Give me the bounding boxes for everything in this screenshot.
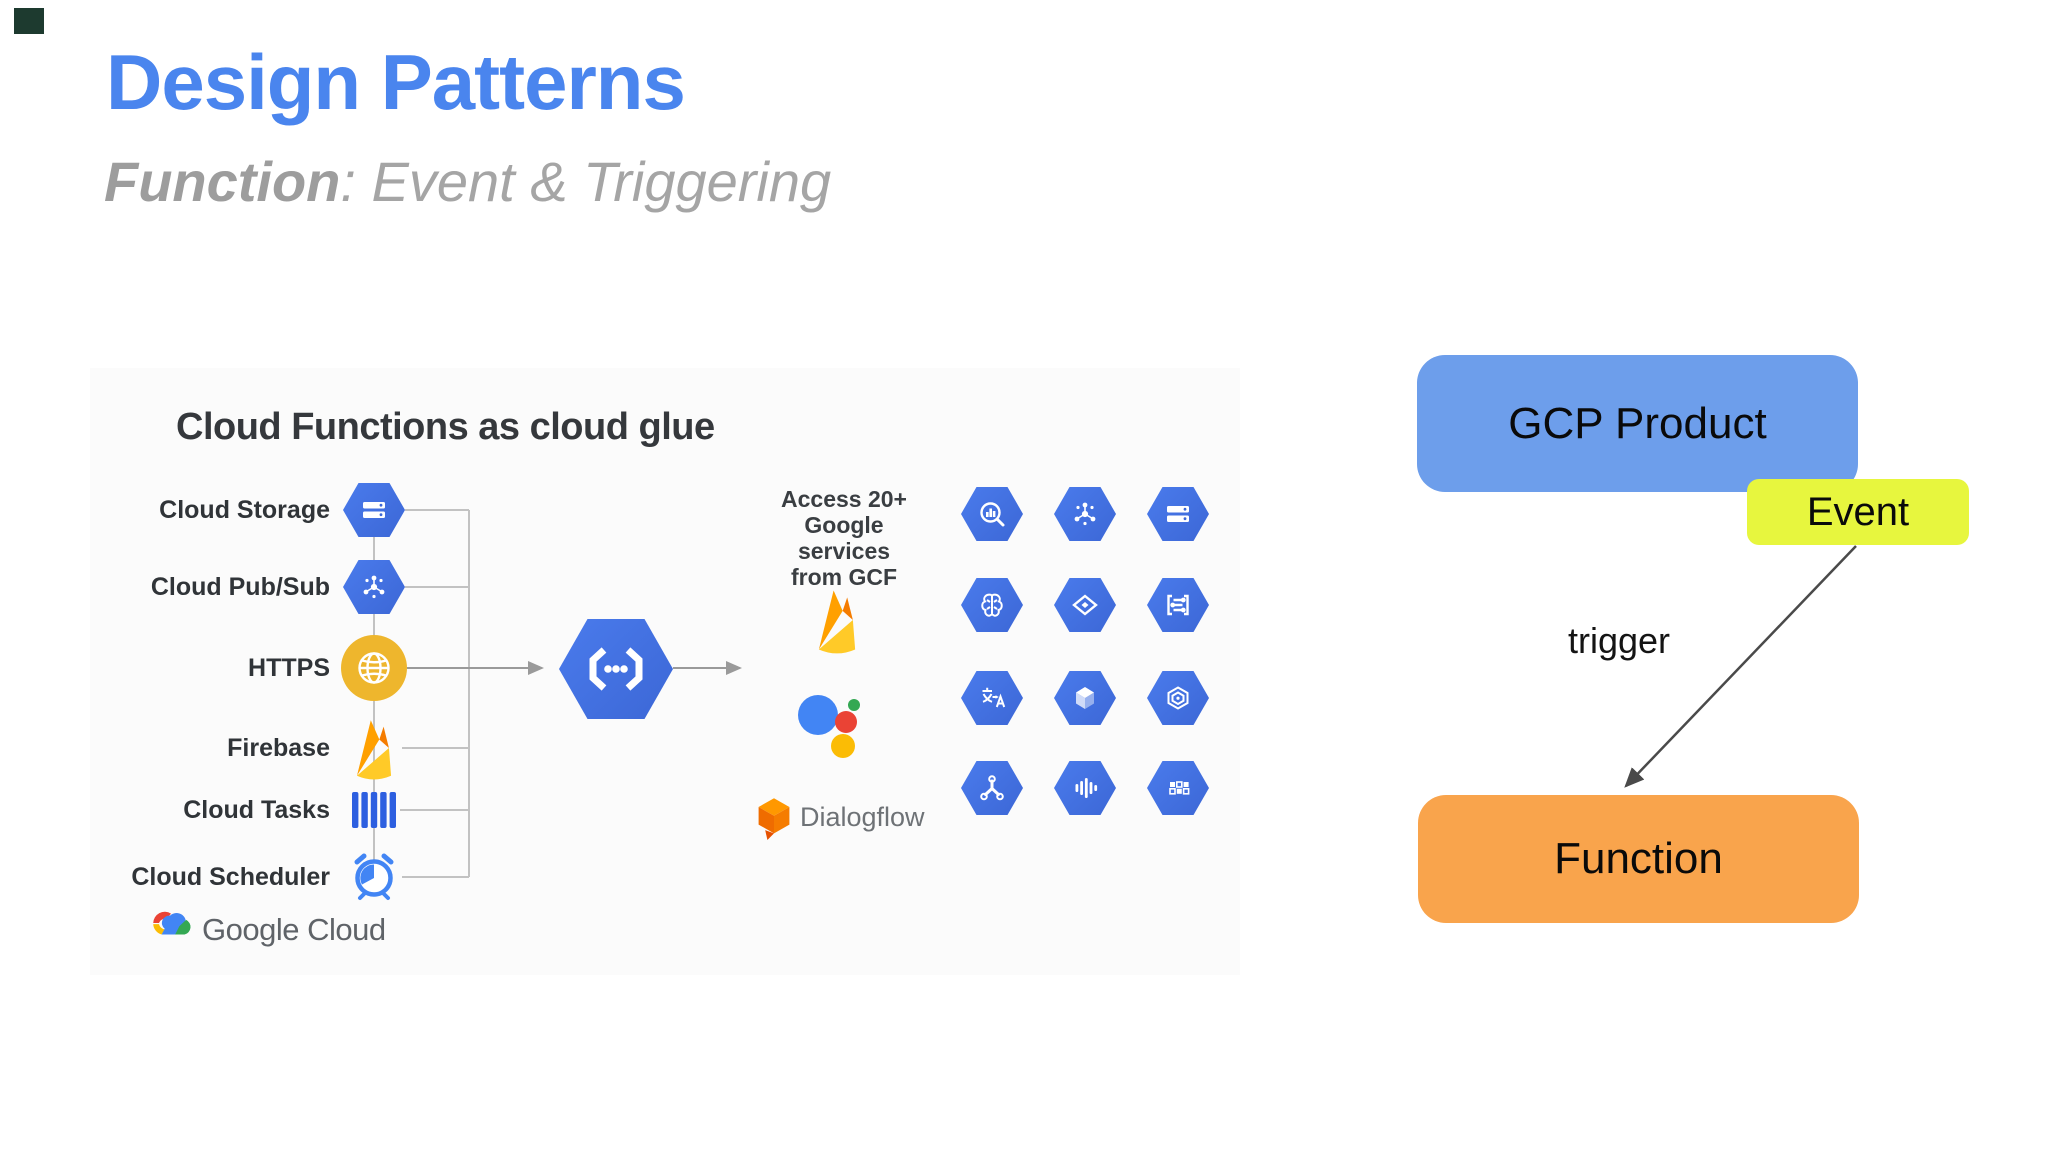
speech-icon <box>1054 761 1116 815</box>
page-title: Design Patterns <box>106 38 686 126</box>
subtitle-rest: : Event & Triggering <box>340 150 832 213</box>
google-assistant-icon <box>794 690 864 765</box>
google-cloud-logotype: Google Cloud <box>202 912 386 947</box>
subtitle-keyword: Function <box>104 150 341 213</box>
compute-engine-icon <box>1054 671 1116 725</box>
label-cloud-storage: Cloud Storage <box>159 496 330 524</box>
access-line-3: from GCF <box>790 564 898 590</box>
glue-diagram-title: Cloud Functions as cloud glue <box>176 406 715 448</box>
storage-icon <box>1147 487 1209 541</box>
gcp-product-box: GCP Product <box>1417 355 1858 492</box>
cloud-storage-icon <box>343 483 405 537</box>
cloud-pubsub-icon <box>343 560 405 614</box>
cloud-functions-icon <box>559 619 673 719</box>
google-cloud-logo-icon <box>148 906 194 943</box>
logging-icon <box>1147 578 1209 632</box>
cloud-tasks-icon <box>351 792 397 833</box>
page-subtitle: Function: Event & Triggering <box>104 150 831 214</box>
pubsub-icon <box>1054 487 1116 541</box>
firebase-service-icon <box>809 586 865 659</box>
firebase-icon <box>347 716 401 785</box>
access-line-2: Google services <box>797 512 891 564</box>
label-cloud-scheduler: Cloud Scheduler <box>131 863 330 891</box>
https-globe-icon <box>341 635 407 701</box>
event-label: Event <box>1806 489 1910 534</box>
function-label: Function <box>1554 834 1723 883</box>
label-cloud-tasks: Cloud Tasks <box>183 796 330 824</box>
gcp-product-label: GCP Product <box>1508 398 1767 448</box>
access-text: Access 20+ Google services from GCF <box>768 486 920 590</box>
label-cloud-pubsub: Cloud Pub/Sub <box>150 573 330 601</box>
datastore-icon <box>1054 578 1116 632</box>
dialogflow-icon <box>756 796 792 845</box>
dataprep-icon <box>1147 671 1209 725</box>
label-https: HTTPS <box>248 654 330 682</box>
automl-icon <box>1147 761 1209 815</box>
access-line-1: Access 20+ <box>781 486 907 512</box>
event-tag: Event <box>1747 479 1969 545</box>
cloud-scheduler-icon <box>347 850 401 909</box>
trigger-arrow <box>1624 545 1857 788</box>
function-box: Function <box>1418 795 1859 923</box>
dialogflow-label: Dialogflow <box>800 802 925 832</box>
slide-corner-marker <box>14 8 44 34</box>
label-firebase: Firebase <box>227 734 330 762</box>
trigger-label: trigger <box>1568 620 1671 661</box>
